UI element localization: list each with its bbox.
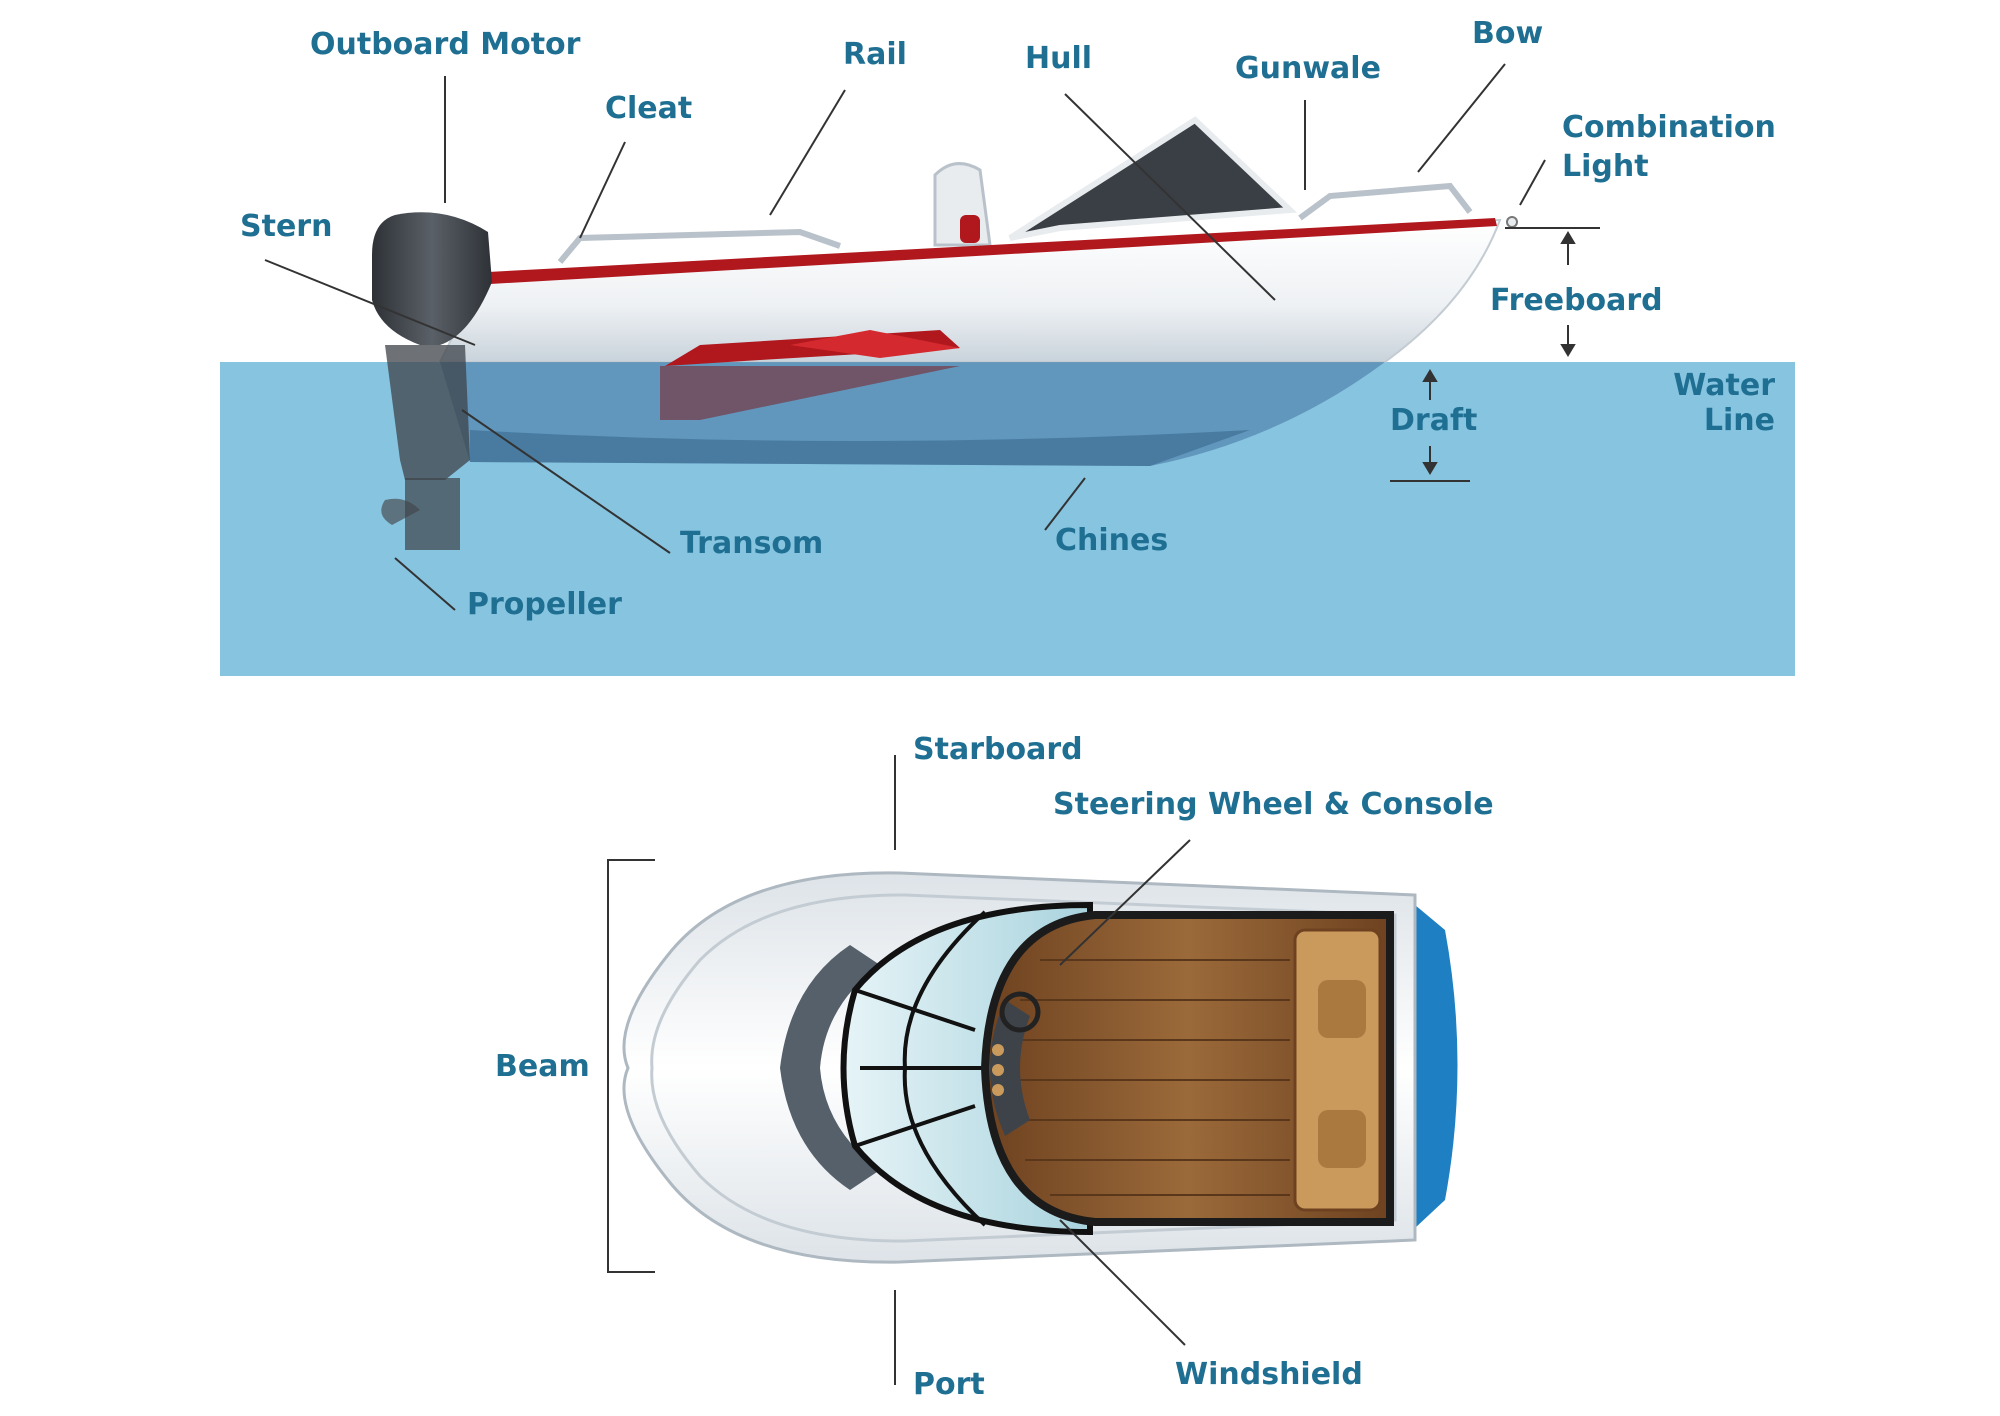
label-steering-wheel-console: Steering Wheel & Console <box>1053 787 1494 822</box>
label-port: Port <box>913 1367 985 1402</box>
label-hull: Hull <box>1025 41 1092 76</box>
top-view: Starboard Steering Wheel & Console Beam … <box>495 732 1494 1402</box>
bench-cushion-1 <box>1318 980 1366 1038</box>
label-propeller: Propeller <box>467 587 622 622</box>
seat-accent <box>960 215 980 243</box>
label-water-line-2: Line <box>1704 403 1775 438</box>
label-transom: Transom <box>680 526 823 561</box>
label-rail: Rail <box>843 37 907 72</box>
label-combination-light-line2: Light <box>1562 149 1649 184</box>
label-draft: Draft <box>1390 403 1477 438</box>
label-cleat: Cleat <box>605 91 692 126</box>
label-stern: Stern <box>240 209 332 244</box>
console-gauges <box>992 1044 1004 1096</box>
label-starboard: Starboard <box>913 732 1083 767</box>
motor-skeg <box>405 478 460 550</box>
label-windshield: Windshield <box>1175 1357 1363 1392</box>
label-chines: Chines <box>1055 523 1168 558</box>
label-beam: Beam <box>495 1049 590 1084</box>
label-water-line-1: Water <box>1673 368 1775 403</box>
label-freeboard: Freeboard <box>1490 283 1663 318</box>
label-gunwale: Gunwale <box>1235 51 1381 86</box>
stern-blue <box>1415 905 1458 1228</box>
windshield-side <box>1010 120 1290 238</box>
label-combination-light-line1: Combination <box>1562 110 1776 145</box>
side-view: Outboard Motor Rail Hull Gunwale Bow Com… <box>220 16 1795 676</box>
label-bow: Bow <box>1472 16 1543 51</box>
label-outboard-motor: Outboard Motor <box>310 27 581 62</box>
combination-light <box>1507 217 1517 227</box>
bench-cushion-2 <box>1318 1110 1366 1168</box>
